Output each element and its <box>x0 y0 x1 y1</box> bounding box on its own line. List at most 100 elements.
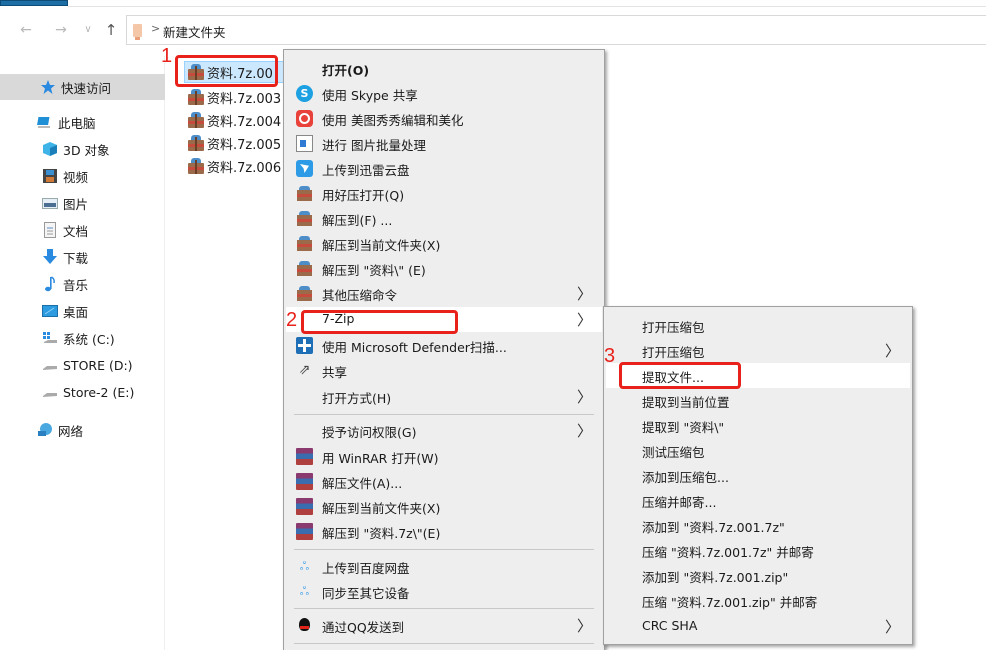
menu-item-open-archive[interactable]: 打开压缩包 <box>606 313 910 338</box>
recent-locations-button[interactable]: ∨ <box>84 24 92 35</box>
file-item-7z-003[interactable]: 资料.7z.003 <box>184 86 281 108</box>
baidu-netdisk-icon: ஃ <box>299 559 310 573</box>
menu-item-compress-zip-email[interactable]: 压缩 "资料.7z.001.zip" 并邮寄 <box>606 588 910 613</box>
menu-item-label: 提取到当前位置 <box>642 395 730 410</box>
menu-item-label: 打开方式(H) <box>322 391 392 406</box>
annotation-box-step-2 <box>301 310 458 334</box>
downloads-icon <box>42 249 58 265</box>
haozip-icon <box>296 185 313 202</box>
menu-item-label: 提取到 "资料\" <box>642 420 725 435</box>
menu-item-label: 解压到当前文件夹(X) <box>322 501 441 516</box>
up-button[interactable]: ↑ <box>104 21 118 39</box>
chevron-right-icon: 〉 <box>884 342 900 360</box>
menu-item-batch-image[interactable]: 进行 图片批量处理 <box>286 131 602 156</box>
menu-item-haozip-open[interactable]: 用好压打开(Q) <box>286 181 602 206</box>
menu-item-label: 用好压打开(Q) <box>322 188 405 203</box>
sidebar-item-system-drive-c[interactable]: 系统 (C:) <box>0 325 165 351</box>
file-name: 资料.7z.00 <box>207 66 273 82</box>
menu-item-label: 解压到 "资料.7z\"(E) <box>322 526 441 541</box>
menu-item-label: 添加到压缩包... <box>642 470 729 485</box>
sidebar-item-videos[interactable]: 视频 <box>0 163 165 189</box>
computer-icon <box>37 114 53 130</box>
sidebar-item-this-pc[interactable]: 此电脑 <box>0 109 165 135</box>
sidebar-item-network[interactable]: 网络 <box>0 417 165 443</box>
menu-item-send-via-qq[interactable]: 通过QQ发送到 〉 <box>286 613 602 638</box>
sidebar-item-downloads[interactable]: 下载 <box>0 244 165 270</box>
menu-item-haozip-extract-to[interactable]: 解压到(F) ... <box>286 206 602 231</box>
menu-item-crc-sha[interactable]: CRC SHA 〉 <box>606 614 910 639</box>
menu-item-winrar-extract-files[interactable]: 解压文件(A)... <box>286 469 602 494</box>
menu-item-add-to-7z[interactable]: 添加到 "资料.7z.001.7z" <box>606 513 910 538</box>
sidebar-item-music[interactable]: 音乐 <box>0 271 165 297</box>
chevron-right-icon: 〉 <box>576 617 592 635</box>
annotation-step-1: 1 <box>161 45 173 67</box>
sidebar-item-desktop[interactable]: 桌面 <box>0 298 165 324</box>
menu-item-haozip-extract-folder[interactable]: 解压到 "资料\" (E) <box>286 256 602 281</box>
breadcrumb-current-folder[interactable]: 新建文件夹 <box>163 25 226 40</box>
menu-item-upload-xunlei[interactable]: 上传到迅雷云盘 <box>286 156 602 181</box>
menu-item-open[interactable]: 打开(O) <box>286 56 602 81</box>
menu-item-other-compress-commands[interactable]: 其他压缩命令 〉 <box>286 281 602 306</box>
file-item-7z-001[interactable]: 资料.7z.00 <box>184 61 290 83</box>
menu-item-open-with[interactable]: 打开方式(H) 〉 <box>286 384 602 409</box>
menu-separator <box>294 643 594 644</box>
breadcrumb-chevron-icon[interactable]: > <box>151 22 161 35</box>
menu-item-winrar-extract-here[interactable]: 解压到当前文件夹(X) <box>286 494 602 519</box>
sidebar-item-label: 快速访问 <box>61 80 112 96</box>
menu-item-label: 压缩 "资料.7z.001.zip" 并邮寄 <box>642 595 818 610</box>
menu-item-label: 解压到 "资料\" (E) <box>322 263 426 278</box>
menu-item-compress-and-email[interactable]: 压缩并邮寄... <box>606 488 910 513</box>
menu-item-winrar-open[interactable]: 用 WinRAR 打开(W) <box>286 444 602 469</box>
file-context-menu: 打开(O) S 使用 Skype 共享 使用 美图秀秀编辑和美化 进行 图片批量… <box>283 49 605 650</box>
menu-item-open-archive-submenu[interactable]: 打开压缩包 〉 <box>606 338 910 363</box>
menu-item-add-to-archive[interactable]: 添加到压缩包... <box>606 463 910 488</box>
haozip-icon <box>296 235 313 252</box>
menu-separator <box>294 608 594 609</box>
sidebar-item-label: 视频 <box>63 169 89 185</box>
haozip-icon <box>296 260 313 277</box>
menu-item-extract-here[interactable]: 提取到当前位置 <box>606 388 910 413</box>
menu-item-label: 通过QQ发送到 <box>322 620 405 635</box>
sidebar-item-pictures[interactable]: 图片 <box>0 190 165 216</box>
file-item-7z-004[interactable]: 资料.7z.004 <box>184 109 281 131</box>
menu-item-extract-to-folder[interactable]: 提取到 "资料\" <box>606 413 910 438</box>
menu-item-compress-7z-email[interactable]: 压缩 "资料.7z.001.7z" 并邮寄 <box>606 538 910 563</box>
chevron-right-icon: 〉 <box>576 311 592 329</box>
menu-item-winrar-extract-folder[interactable]: 解压到 "资料.7z\"(E) <box>286 519 602 544</box>
menu-item-label: 添加到 "资料.7z.001.7z" <box>642 520 785 535</box>
back-button[interactable]: ← <box>20 22 32 38</box>
file-name: 资料.7z.003 <box>207 91 282 107</box>
menu-item-label: 用 WinRAR 打开(W) <box>322 451 439 466</box>
menu-item-add-to-zip[interactable]: 添加到 "资料.7z.001.zip" <box>606 563 910 588</box>
menu-item-meitu-edit[interactable]: 使用 美图秀秀编辑和美化 <box>286 106 602 131</box>
sidebar-item-store2-drive-e[interactable]: Store-2 (E:) <box>0 379 165 405</box>
menu-item-grant-access[interactable]: 授予访问权限(G) 〉 <box>286 418 602 443</box>
music-icon <box>42 276 58 292</box>
sidebar-item-label: 此电脑 <box>58 115 96 131</box>
folder-icon <box>133 24 142 40</box>
ribbon-file-tab[interactable] <box>0 0 68 6</box>
menu-item-share[interactable]: ⇗ 共享 <box>286 358 602 383</box>
sidebar-item-store-drive-d[interactable]: STORE (D:) <box>0 352 165 378</box>
file-item-7z-005[interactable]: 资料.7z.005 <box>184 132 281 154</box>
sidebar-item-quick-access[interactable]: 快速访问 <box>0 74 165 100</box>
menu-item-label: 压缩 "资料.7z.001.7z" 并邮寄 <box>642 545 814 560</box>
menu-item-share-skype[interactable]: S 使用 Skype 共享 <box>286 81 602 106</box>
menu-item-upload-baidu[interactable]: ஃ 上传到百度网盘 <box>286 554 602 579</box>
7zip-submenu: 打开压缩包 打开压缩包 〉 提取文件... 提取到当前位置 提取到 "资料\" … <box>603 306 913 645</box>
menu-item-haozip-extract-here[interactable]: 解压到当前文件夹(X) <box>286 231 602 256</box>
sidebar-item-documents[interactable]: 文档 <box>0 217 165 243</box>
sidebar-item-label: 3D 对象 <box>63 142 110 158</box>
address-bar[interactable]: > 新建文件夹 <box>126 15 986 45</box>
winrar-icon <box>296 473 313 490</box>
menu-item-label: 解压文件(A)... <box>322 476 403 491</box>
menu-item-test-archive[interactable]: 测试压缩包 <box>606 438 910 463</box>
menu-item-sync-devices[interactable]: ஃ 同步至其它设备 <box>286 579 602 604</box>
sidebar-item-label: 文档 <box>63 223 89 239</box>
forward-button[interactable]: → <box>55 22 67 38</box>
menu-item-defender-scan[interactable]: 使用 Microsoft Defender扫描... <box>286 333 602 358</box>
chevron-right-icon: 〉 <box>576 388 592 406</box>
menu-item-extract-files[interactable]: 提取文件... <box>606 363 910 388</box>
sidebar-item-3d-objects[interactable]: 3D 对象 <box>0 136 165 162</box>
file-item-7z-006[interactable]: 资料.7z.006 <box>184 155 281 177</box>
